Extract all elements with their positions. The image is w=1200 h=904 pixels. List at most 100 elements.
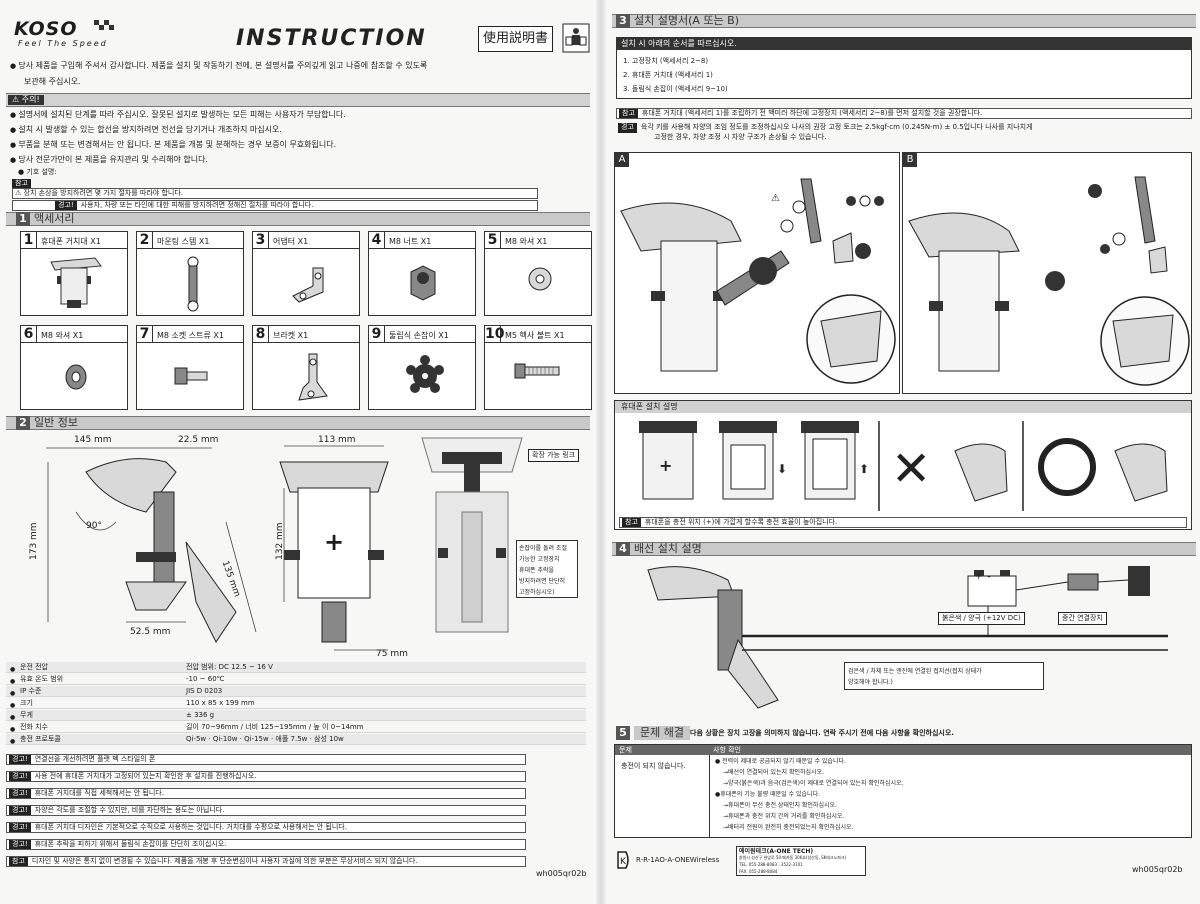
torque-warning-tag: 경고 (618, 123, 637, 133)
section-4-bar (612, 542, 1196, 556)
warn-explain: 경고!사용자, 차량 또는 타인에 대한 피해를 방지하려면 정해진 절차를 따… (12, 200, 538, 211)
troubleshoot-check: →휴대폰이 무선 충전 상태인지 확인하십시오. (723, 802, 837, 809)
rear-view-drawing (421, 437, 523, 633)
company-fax: FAX. 055-288-8084 (739, 869, 778, 874)
charging-center-plus-icon: + (324, 528, 345, 556)
warning-tag: 경고! (9, 806, 31, 815)
phone-note-text: 휴대폰을 충전 위치 (+)에 가깝게 할수록 충전 효율이 높아집니다. (644, 518, 838, 526)
thick-washer-icon (65, 364, 87, 390)
spec-key: 유효 온도 범위 (20, 675, 64, 683)
warning-text: 휴대폰 거치대를 직접 세척해서는 안 됩니다. (34, 789, 164, 797)
adapter-icon (292, 267, 324, 303)
warning-tag: 경고! (9, 823, 31, 832)
svg-text:K: K (620, 857, 627, 867)
accessory-number: 6 (21, 326, 37, 343)
kc-certification-icon: K (617, 851, 629, 869)
symbol-label: ● 기호 설명: (18, 168, 57, 176)
symbol-label-text: 기호 설명: (26, 168, 57, 176)
section-1-number: 1 (16, 212, 30, 226)
install-diagram-a: ⚠ (620, 178, 896, 384)
clamp-note-callout: 손잡이를 돌려 조절 가능한 고정장치 휴대폰 추락을 방지하려면 단단히 고정… (516, 540, 578, 598)
troubleshoot-col-problem: 문제 (615, 745, 709, 755)
clamp-note-line: 휴대폰 추락을 (519, 567, 555, 574)
warning-text: 연결선을 개선하려면 플랫 벡 스타일의 폰 (34, 755, 156, 763)
accessory-number: 7 (137, 326, 153, 343)
dim-145: 145 mm (74, 435, 112, 445)
section-5-description: 다음 상황은 장치 고장을 의미하지 않습니다. 연락 주시기 전에 다음 사항… (690, 729, 954, 737)
troubleshoot-check: ●휴대폰의 기능 불량 때문일 수 있습니다. (715, 791, 820, 798)
warning-row: 경고!연결선을 개선하려면 플랫 벡 스타일의 폰 (6, 754, 526, 765)
torque-warning-text: 육각 키를 사용해 자양의 조임 정도를 조정하십시오 나사의 권장 고정 토크… (640, 123, 1033, 131)
section-1-title: 액세서리 (34, 212, 75, 225)
spec-value: Qi-5w · Qi-10w · Qi-15w · 애플 7.5w · 삼성 1… (186, 735, 344, 743)
accessory-number: 3 (253, 232, 269, 249)
note-tag: 참고 (12, 179, 31, 188)
dim-22-5: 22.5 mm (178, 435, 219, 445)
troubleshoot-check: ● 전력이 제대로 공급되지 않기 때문일 수 있습니다. (715, 758, 846, 765)
warn-tag: 경고! (55, 201, 77, 210)
warning-tag: 참고 (9, 857, 28, 866)
troubleshoot-check: →배선이 연결되어 있는지 확인하십시오. (723, 769, 824, 776)
torque-warning-line-2: 고정한 경우, 차양 조정 시 차양 구조가 손상될 수 있습니다. (654, 133, 827, 141)
dim-52-5: 52.5 mm (130, 627, 171, 637)
caution-bar (6, 93, 590, 107)
install-diagram-b (908, 176, 1190, 386)
section-2-bar (6, 416, 590, 430)
wiring-diagram (647, 566, 1168, 709)
warning-row: 경고!사용 전에 휴대폰 거치대가 고정되어 있는지 확인한 후 설치를 진행하… (6, 771, 526, 782)
rotating-knob-icon (406, 355, 444, 393)
section-4-number: 4 (616, 542, 630, 556)
red-wire-label: 붉은색 / 양극 (+12V DC) (938, 612, 1025, 625)
spec-key: IP 수준 (20, 687, 42, 695)
install-panel-a: A ⚠ (614, 152, 900, 394)
caution-item: 부품을 분해 또는 변경해서는 안 됩니다. 본 제품을 개봉 및 분해하는 경… (10, 141, 336, 149)
spec-value: 110 x 85 x 199 mm (186, 699, 255, 707)
intro-line-2: 보관해 주십시오. (24, 77, 81, 86)
accessory-number: 5 (485, 232, 501, 249)
accessory-label: M8 와셔 X1 (41, 331, 84, 340)
checkered-flag-icon (94, 20, 114, 30)
spec-key: 충전 프로토콜 (20, 735, 61, 743)
document-code-right: wh005qr02b (1132, 865, 1183, 874)
ground-wire-callout: 검은색 / 차체 또는 엔진에 연결된 접지선(접지 상태가 양호해야 합니다.… (844, 662, 1044, 690)
phone-note-tag: 참고 (622, 518, 641, 527)
warning-text: 차양은 각도를 조절할 수 있지만, 비를 차단하는 용도는 아닙니다. (34, 806, 225, 814)
section-5-title: 문제 해결 (634, 726, 690, 740)
note-explain: ⚠ 장치 손상을 방지하려면 몇 가지 절차를 따라야 합니다. (12, 188, 538, 199)
warning-tag: 경고! (9, 772, 31, 781)
intro-line-1: 당사 제품을 구입해 주셔서 감사합니다. 제품을 설치 및 작동하기 전에, … (10, 62, 427, 70)
socket-screw-icon (174, 367, 208, 385)
warning-text: 사용 전에 휴대폰 거치대가 고정되어 있는지 확인한 후 설치를 진행하십시오… (34, 772, 257, 780)
m8-nut-icon (410, 265, 436, 301)
warning-row: 경고!차양은 각도를 조절할 수 있지만, 비를 차단하는 용도는 아닙니다. (6, 805, 526, 816)
hex-bolt-icon (514, 363, 560, 379)
accessory-number: 2 (137, 232, 153, 249)
section-3-bar (612, 14, 1196, 28)
troubleshoot-col-check: 사항 확인 (709, 745, 1191, 755)
install-step: 2. 휴대폰 거치대 (액세서리 1) (623, 71, 713, 79)
caution-item: 설치 시 발생할 수 있는 합선을 방지하려면 전선을 당기거나 개조하지 마십… (10, 126, 282, 134)
caution-item: 설명서에 설치된 단계를 따라 주십시오. 잘못된 설치로 발생하는 모든 피해… (10, 111, 345, 119)
spec-key: 전화 치수 (20, 723, 48, 731)
accessory-card: 6 M8 와셔 X1 (20, 325, 128, 410)
certification-number: R-R-1AO-A-ONEWireless (636, 856, 720, 864)
spec-row: 유효 온도 범위-10 ~ 60℃ (6, 674, 586, 685)
troubleshoot-check: →양극(붉은색)과 음극(검은색)이 제대로 연결되어 있는지 확인하십시오. (723, 780, 904, 787)
install-step: 1. 고정장치 (액세서리 2~8) (623, 57, 709, 65)
spec-row: 무게± 336 g (6, 710, 586, 721)
section-4-title: 배선 설치 설명 (634, 542, 702, 555)
svg-text:⚠: ⚠ (771, 193, 780, 204)
warning-row: 경고!휴대폰 추락을 피하기 위해서 둘림식 손잡이를 단단히 조이십시오. (6, 839, 526, 850)
